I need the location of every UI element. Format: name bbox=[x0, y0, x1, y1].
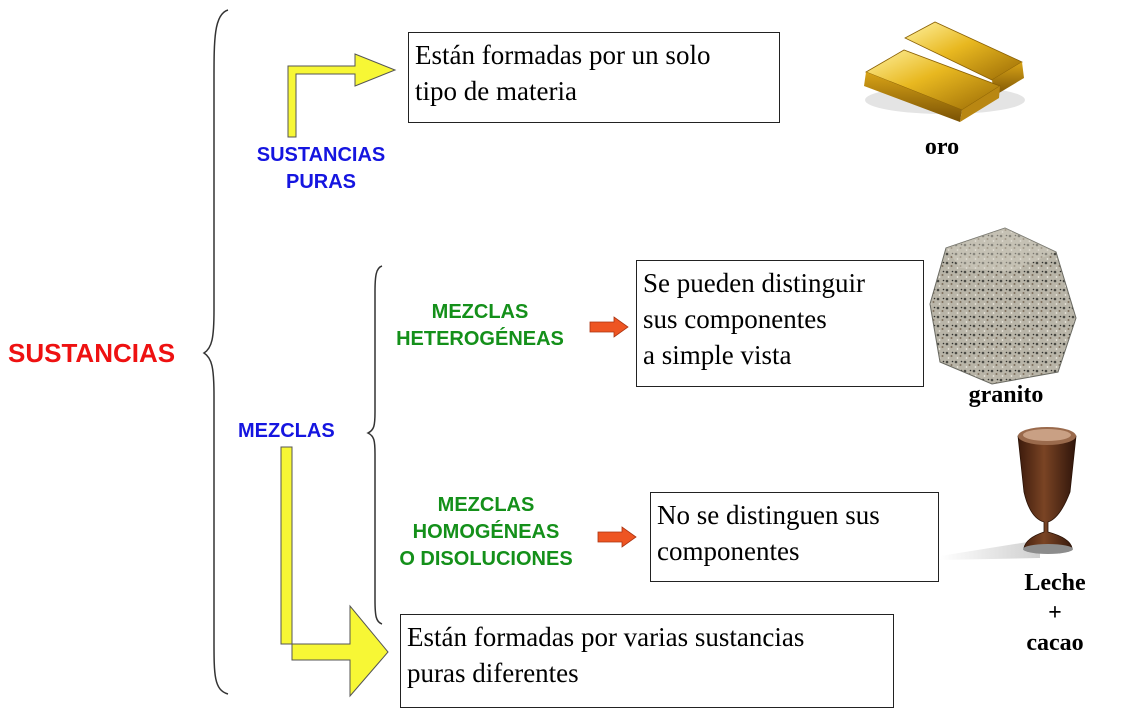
heterogeneous-description-line2: sus componentes bbox=[643, 304, 827, 334]
chocolate-milk-caption-line1: Leche bbox=[1024, 570, 1086, 596]
granite-rock-image bbox=[929, 227, 1077, 385]
gold-bars-image bbox=[864, 21, 1025, 122]
mixtures-description-line1: Están formadas por varias sustancias bbox=[407, 622, 805, 652]
pure-label-line1: SUSTANCIAS bbox=[256, 144, 386, 166]
pure-label-line2: PURAS bbox=[285, 171, 356, 193]
pure-description-line1: Están formadas por un solo bbox=[415, 40, 711, 70]
chocolate-milk-caption: Leche + cacao bbox=[1000, 568, 1110, 658]
chocolate-milk-caption-line2: + bbox=[1048, 600, 1062, 626]
heterogeneous-label-line2: HETEROGÉNEAS bbox=[396, 328, 564, 350]
homogeneous-label: MEZCLAS HOMOGÉNEAS O DISOLUCIONES bbox=[374, 492, 598, 573]
pure-description-line2: tipo de materia bbox=[415, 76, 577, 106]
heterogeneous-description-box: Se pueden distinguir sus componentes a s… bbox=[636, 260, 924, 387]
homogeneous-description-box: No se distinguen sus componentes bbox=[650, 492, 939, 582]
arrow-mixtures bbox=[280, 446, 389, 698]
mixtures-description-box: Están formadas por varias sustancias pur… bbox=[400, 614, 894, 708]
homogeneous-label-line3: O DISOLUCIONES bbox=[399, 548, 573, 570]
mixtures-brace bbox=[366, 265, 383, 625]
heterogeneous-description-line1: Se pueden distinguir bbox=[643, 268, 865, 298]
arrow-pure bbox=[287, 53, 397, 138]
gold-caption: oro bbox=[924, 134, 960, 160]
homogeneous-label-line1: MEZCLAS bbox=[437, 494, 535, 516]
mixtures-description-line2: puras diferentes bbox=[407, 658, 579, 688]
diagram-title: SUSTANCIAS bbox=[8, 338, 176, 368]
homogeneous-description-line2: componentes bbox=[657, 536, 800, 566]
arrow-heterogeneous bbox=[589, 316, 629, 338]
arrow-homogeneous bbox=[597, 526, 637, 548]
heterogeneous-label-line1: MEZCLAS bbox=[431, 301, 529, 323]
main-brace bbox=[202, 9, 229, 695]
granite-caption: granito bbox=[968, 382, 1044, 408]
mixtures-label: MEZCLAS bbox=[238, 420, 335, 442]
pure-description-box: Están formadas por un solo tipo de mater… bbox=[408, 32, 780, 123]
chocolate-milk-caption-line3: cacao bbox=[1026, 630, 1084, 656]
pure-substances-label: SUSTANCIAS PURAS bbox=[236, 142, 406, 196]
homogeneous-label-line2: HOMOGÉNEAS bbox=[412, 521, 560, 543]
chocolate-milk-image bbox=[940, 427, 1077, 560]
heterogeneous-label: MEZCLAS HETEROGÉNEAS bbox=[372, 299, 588, 353]
homogeneous-description-line1: No se distinguen sus bbox=[657, 500, 880, 530]
heterogeneous-description-line3: a simple vista bbox=[643, 340, 792, 370]
